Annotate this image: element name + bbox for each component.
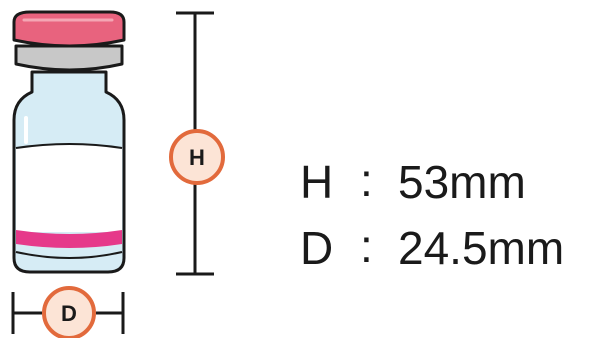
spec-diameter-row: D : 24.5mm — [300, 220, 564, 274]
spec-diameter-separator: : — [360, 220, 373, 272]
height-badge-circle — [169, 129, 225, 185]
diameter-badge-letter: D — [61, 301, 77, 326]
height-badge: H — [169, 129, 225, 185]
vial-illustration — [12, 10, 126, 274]
spec-height-label: H — [300, 156, 333, 208]
height-dimension — [176, 11, 214, 276]
spec-diameter-label: D — [300, 222, 333, 274]
spec-height-row: H : 53mm — [300, 154, 526, 208]
spec-height-separator: : — [360, 154, 373, 206]
vial-cap-top — [12, 10, 126, 48]
vial-bottom-rim — [15, 251, 123, 259]
diameter-dimension — [11, 292, 125, 334]
vial-cap-side — [14, 44, 124, 72]
diameter-badge-circle — [42, 286, 96, 338]
vial-label-area — [16, 144, 122, 232]
vial-liquid-line — [15, 143, 123, 149]
spec-diameter-value: 24.5mm — [398, 222, 564, 274]
spec-height-value: 53mm — [398, 156, 526, 208]
vial-pink-band — [16, 230, 122, 248]
height-badge-letter: H — [189, 145, 205, 170]
diameter-badge: D — [42, 286, 96, 338]
